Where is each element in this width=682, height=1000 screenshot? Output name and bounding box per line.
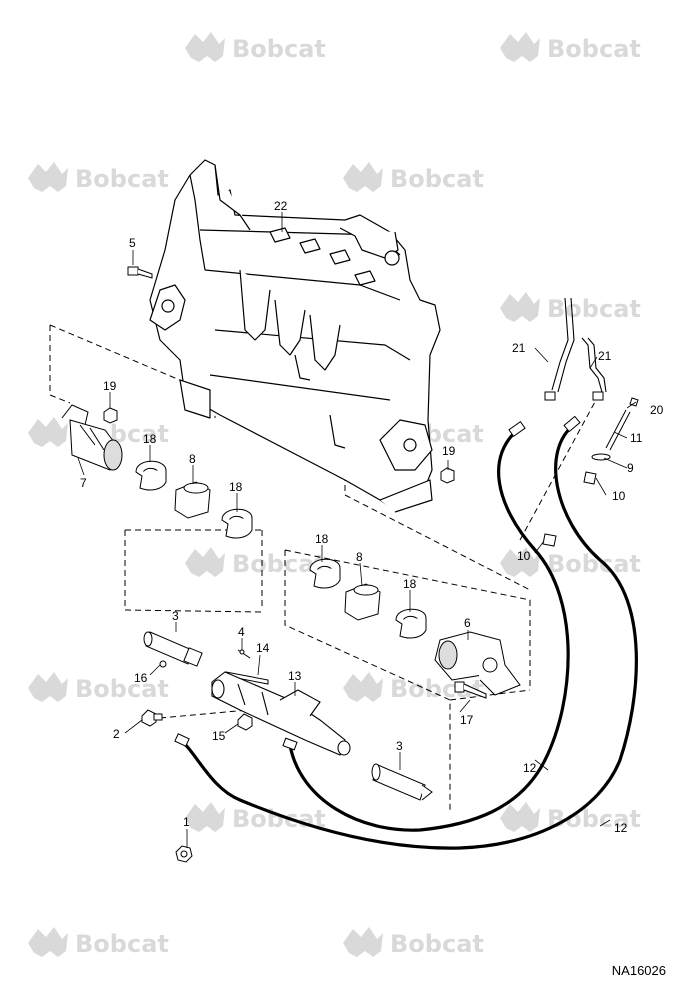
callout-21: 21 [598, 349, 612, 363]
callout-12: 12 [523, 761, 537, 775]
watermark-text: Bobcat [547, 295, 641, 323]
part-7-mount-left [61, 404, 123, 471]
watermark-text: Bobcat [232, 35, 326, 63]
callout-10: 10 [517, 549, 531, 563]
callout-4: 4 [238, 625, 245, 639]
bobcat-watermark-logo [28, 672, 68, 702]
watermark-text: Bobcat [547, 35, 641, 63]
callout-19: 19 [442, 444, 456, 458]
callout-19: 19 [103, 379, 117, 393]
callout-18: 18 [403, 577, 417, 591]
bobcat-watermark-logo [185, 802, 225, 832]
bobcat-watermark-logo [28, 162, 68, 192]
hose-fittings [174, 391, 604, 751]
callout-1: 1 [183, 815, 190, 829]
callout-16: 16 [134, 671, 148, 685]
callout-17: 17 [460, 713, 474, 727]
part-18-ring [395, 608, 427, 639]
callout-5: 5 [129, 236, 136, 250]
bobcat-watermark-logo [343, 927, 383, 957]
callout-3: 3 [396, 739, 403, 753]
bobcat-watermark-logo [500, 32, 540, 62]
part-1-fitting [175, 845, 193, 863]
callout-14: 14 [256, 641, 270, 655]
quick-attach-frame [149, 159, 441, 513]
watermark-text: Bobcat [390, 165, 484, 193]
part-12-hose [178, 422, 638, 850]
bobcat-watermark-logo [500, 547, 540, 577]
part-13-cylinder [211, 671, 351, 756]
bobcat-watermark-logo [343, 672, 383, 702]
watermark-text: Bobcat [390, 930, 484, 958]
bobcat-watermark-logo [185, 32, 225, 62]
callout-12: 12 [614, 821, 628, 835]
watermark-text: Bobcat [232, 805, 326, 833]
callout-15: 15 [212, 729, 226, 743]
callout-18: 18 [315, 532, 329, 546]
watermark-text: Bobcat [547, 805, 641, 833]
callout-22: 22 [274, 199, 288, 213]
part-3-pin-lower [371, 763, 433, 801]
part-8-bushing [344, 583, 381, 621]
bobcat-watermark-logo [28, 927, 68, 957]
part-8-bushing [174, 481, 211, 519]
part-2-fitting [141, 709, 163, 727]
callout-leaders [77, 212, 637, 848]
watermark-text: Bobcat [75, 930, 169, 958]
callout-6: 6 [464, 616, 471, 630]
drawing-number: NA16026 [611, 963, 666, 978]
callout-13: 13 [288, 669, 302, 683]
part-18-ring [309, 558, 341, 589]
callout-8: 8 [189, 452, 196, 466]
part-18-ring [221, 508, 253, 539]
callout-18: 18 [143, 432, 157, 446]
part-19-nut-left [103, 407, 118, 424]
watermark-layer: Bobcat Bobcat Bobcat Bobcat Bobcat Bobca… [28, 32, 641, 958]
callout-20: 20 [650, 403, 664, 417]
part-20-11-9-10-valve [542, 397, 639, 547]
bobcat-watermark-logo [343, 162, 383, 192]
bobcat-watermark-logo [28, 417, 68, 447]
part-3-pin-upper [143, 631, 203, 667]
part-16-nut [159, 660, 167, 668]
callout-2: 2 [113, 727, 120, 741]
callout-3: 3 [172, 609, 179, 623]
callout-labels: 1 2 3 3 4 5 6 7 8 8 9 10 10 11 12 12 13 … [80, 199, 664, 835]
part-17-bolt [454, 681, 487, 699]
bobcat-watermark-logo [500, 292, 540, 322]
callout-8: 8 [356, 550, 363, 564]
part-19-nut-right [440, 467, 455, 484]
part-18-ring [135, 460, 167, 491]
callout-21: 21 [512, 341, 526, 355]
callout-11: 11 [630, 431, 643, 445]
part-6-mount-right [434, 631, 521, 696]
part-5-bolt [127, 266, 153, 279]
bobcat-watermark-logo [185, 547, 225, 577]
callout-9: 9 [627, 461, 634, 475]
watermark-text: Bobcat [75, 165, 169, 193]
bobcat-watermark-logo [500, 802, 540, 832]
part-15-fitting [237, 713, 253, 731]
callout-18: 18 [229, 480, 243, 494]
watermark-text: Bobcat [75, 675, 169, 703]
callout-10: 10 [612, 489, 626, 503]
callout-7: 7 [80, 476, 87, 490]
